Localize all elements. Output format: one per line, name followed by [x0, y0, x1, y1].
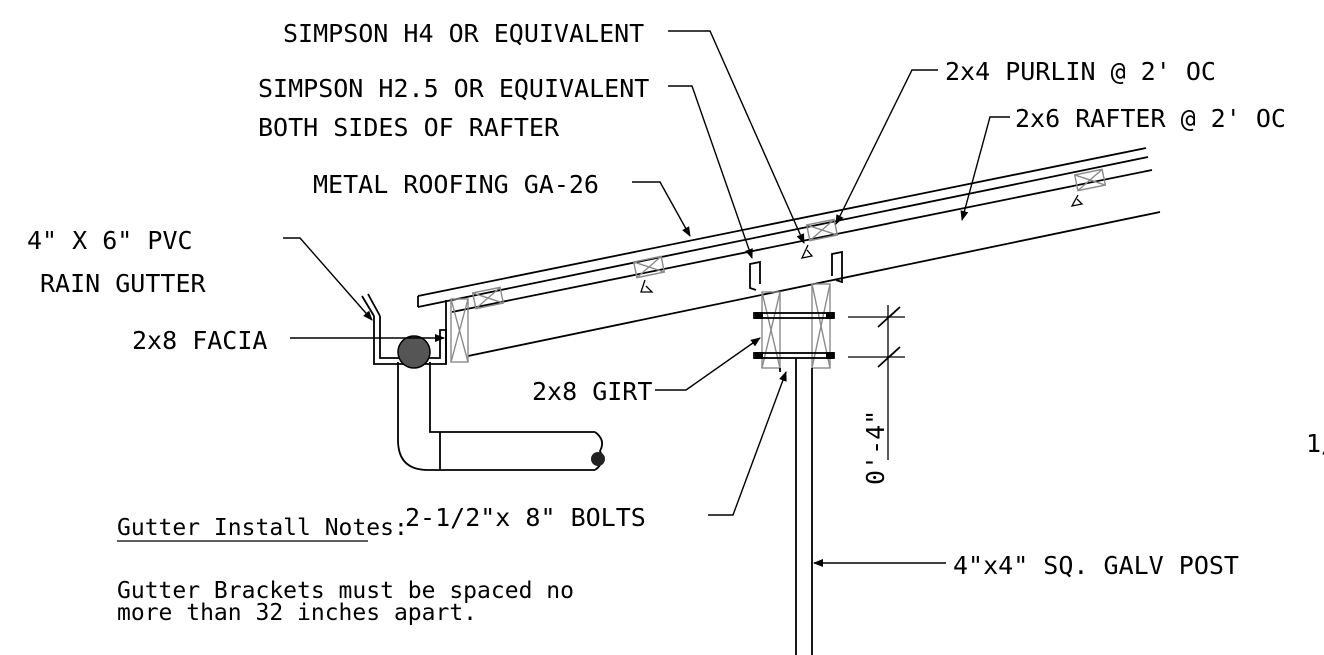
galv-post: [779, 358, 813, 655]
h4-clips: [640, 194, 1084, 293]
purlin: [1073, 168, 1107, 192]
purlin: [632, 255, 666, 279]
label-metal-roofing: METAL ROOFING GA-26: [313, 170, 599, 199]
label-rafter: 2x6 RAFTER @ 2' OC: [1015, 104, 1286, 133]
notes-line-1: Gutter Brackets must be spaced no: [117, 578, 574, 604]
label-girt: 2x8 GIRT: [532, 377, 652, 406]
notes-heading: Gutter Install Notes:: [117, 515, 408, 541]
rain-gutter: [361, 293, 447, 369]
notes-line-2: more than 32 inches apart.: [117, 600, 477, 626]
facia-board: [445, 298, 469, 364]
label-bolts: 2-1/2"x 8" BOLTS: [405, 503, 646, 532]
downspout: [397, 362, 605, 471]
label-post: 4"x4" SQ. GALV POST: [953, 551, 1239, 580]
h25-hangers: [749, 250, 843, 291]
label-simpson-h4: SIMPSON H4 OR EQUIVALENT: [283, 19, 644, 48]
dimension-line: [848, 305, 905, 460]
label-simpson-h25-sides: BOTH SIDES OF RAFTER: [258, 113, 560, 142]
gutter-install-notes: Gutter Install Notes: Gutter Brackets mu…: [117, 515, 574, 626]
purlin: [805, 218, 839, 242]
bolts: [753, 312, 835, 359]
metal-roofing: [417, 147, 1149, 308]
label-facia: 2x8 FACIA: [132, 326, 267, 355]
label-gutter-size: 4" X 6" PVC: [27, 226, 193, 255]
purlin: [471, 286, 505, 310]
label-dimension: 0'-4": [861, 410, 890, 485]
edge-fragment: 1/: [1306, 429, 1324, 458]
girt-left: [761, 291, 781, 369]
label-purlin: 2x4 PURLIN @ 2' OC: [945, 57, 1216, 86]
leaders: [283, 30, 1010, 567]
label-simpson-h25: SIMPSON H2.5 OR EQUIVALENT: [258, 74, 649, 103]
label-rain-gutter: RAIN GUTTER: [40, 269, 207, 298]
purlin-blocks: [471, 168, 1107, 310]
